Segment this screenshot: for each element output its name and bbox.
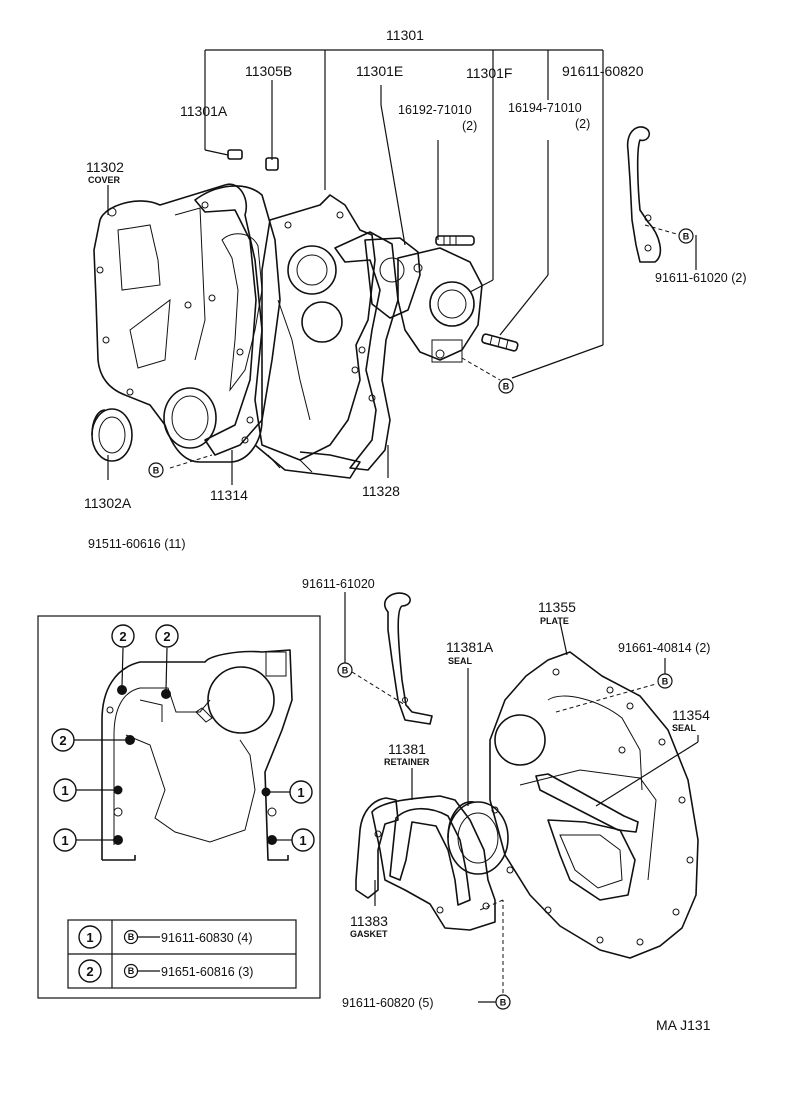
label-91611-61020-2: 91611-61020 (2): [655, 271, 747, 285]
label-11305b: 11305B: [245, 63, 292, 79]
label-11302-cover: COVER: [88, 175, 121, 185]
label-16192-qty: (2): [462, 119, 477, 133]
label-11328: 11328: [362, 483, 400, 499]
svg-text:B: B: [503, 382, 510, 392]
svg-text:B: B: [342, 666, 349, 676]
table-bolt-symbol-2: B: [123, 963, 139, 979]
label-16194-qty: (2): [575, 117, 590, 131]
svg-text:B: B: [128, 932, 135, 942]
table-num-2: 2: [78, 959, 102, 983]
svg-text:2: 2: [59, 733, 66, 748]
svg-text:B: B: [500, 998, 507, 1008]
svg-text:2: 2: [119, 629, 126, 644]
bolt-symbol-top-right: B: [678, 228, 694, 244]
svg-text:B: B: [683, 232, 690, 242]
label-16194-71010: 16194-71010: [508, 101, 582, 115]
dowel-pin-11301a: [227, 149, 243, 160]
svg-text:B: B: [662, 677, 669, 687]
housing-11301f: [397, 247, 483, 363]
svg-text:2: 2: [86, 964, 93, 979]
label-11381: 11381: [388, 741, 426, 757]
label-11355-plate: PLATE: [540, 616, 569, 626]
bolt-symbol-bottom-left: B: [337, 662, 353, 678]
bolt-symbol-bottom-center: B: [495, 994, 511, 1010]
label-91511-60616: 91511-60616 (11): [88, 537, 186, 551]
label-16192-71010: 16192-71010: [398, 103, 472, 117]
gasket-11314: [194, 185, 281, 456]
label-11302a: 11302A: [84, 495, 132, 511]
retainer-11381: [371, 795, 496, 931]
dowel-pin-11305b: [265, 157, 279, 171]
table-bolt-symbol-1: B: [123, 929, 139, 945]
svg-text:2: 2: [163, 629, 170, 644]
label-11301e: 11301E: [356, 63, 403, 79]
callout-1-right-lower: 1: [291, 828, 315, 852]
bolt-table-row-2: 2 B 91651-60816 (3): [78, 959, 253, 983]
svg-text:B: B: [153, 466, 160, 476]
callout-1-right-upper: 1: [289, 780, 313, 804]
label-91661-40814: 91661-40814 (2): [618, 641, 710, 655]
label-91611-60820: 91611-60820: [562, 63, 644, 79]
label-11301f: 11301F: [466, 65, 512, 81]
bolt-table-row-1: 1 B 91611-60830 (4): [78, 925, 253, 949]
end-plate-11355: [489, 651, 699, 959]
bolt-table: [67, 919, 297, 989]
bolt-symbol-top-center: B: [498, 378, 514, 394]
label-11381a-seal: SEAL: [448, 656, 473, 666]
hook-bracket-bottom: [383, 592, 433, 725]
svg-text:1: 1: [61, 833, 68, 848]
callout-1-left-upper: 1: [53, 778, 77, 802]
label-11302: 11302: [86, 159, 124, 175]
svg-text:1: 1: [299, 833, 306, 848]
stud-16192: [435, 235, 475, 246]
label-11381-retainer: RETAINER: [384, 757, 430, 767]
housing-11301e: [364, 237, 421, 319]
label-11383-gasket: GASKET: [350, 929, 388, 939]
callout-2-top-left: 2: [111, 624, 135, 648]
label-11383: 11383: [350, 913, 388, 929]
label-91611-61020: 91611-61020: [302, 577, 375, 591]
svg-text:1: 1: [86, 930, 93, 945]
rear-oil-seal-11381a: [447, 801, 509, 875]
callout-2-left: 2: [51, 728, 75, 752]
gasket-11328: [334, 231, 399, 471]
table-part-2: 91651-60816 (3): [161, 965, 253, 979]
stud-16194: [481, 333, 519, 352]
callout-2-top-right: 2: [155, 624, 179, 648]
label-11354: 11354: [672, 707, 710, 723]
timing-cover-11302: [93, 183, 263, 463]
table-part-1: 91611-60830 (4): [161, 931, 253, 945]
timing-case-11301: [254, 194, 376, 479]
label-11301: 11301: [386, 27, 424, 43]
label-91611-60820-5: 91611-60820 (5): [342, 996, 434, 1010]
label-11354-seal: SEAL: [672, 723, 697, 733]
label-11301a: 11301A: [180, 103, 228, 119]
bolt-location-inset: [37, 615, 321, 999]
svg-text:1: 1: [297, 785, 304, 800]
label-11381a: 11381A: [446, 639, 494, 655]
bolt-symbol-top-left: B: [148, 462, 164, 478]
callout-1-left-lower: 1: [53, 828, 77, 852]
svg-text:B: B: [128, 966, 135, 976]
svg-text:1: 1: [61, 783, 68, 798]
hook-bracket-top: [626, 126, 662, 263]
bolt-symbol-bottom-right: B: [657, 673, 673, 689]
label-11314: 11314: [210, 487, 248, 503]
gasket-11383: [355, 797, 399, 899]
diagram-code: MA J131: [656, 1017, 711, 1033]
bottom-leader-lines: [344, 592, 699, 1003]
table-num-1: 1: [78, 925, 102, 949]
oil-seal-11302a: [91, 408, 133, 462]
label-11355: 11355: [538, 599, 576, 615]
